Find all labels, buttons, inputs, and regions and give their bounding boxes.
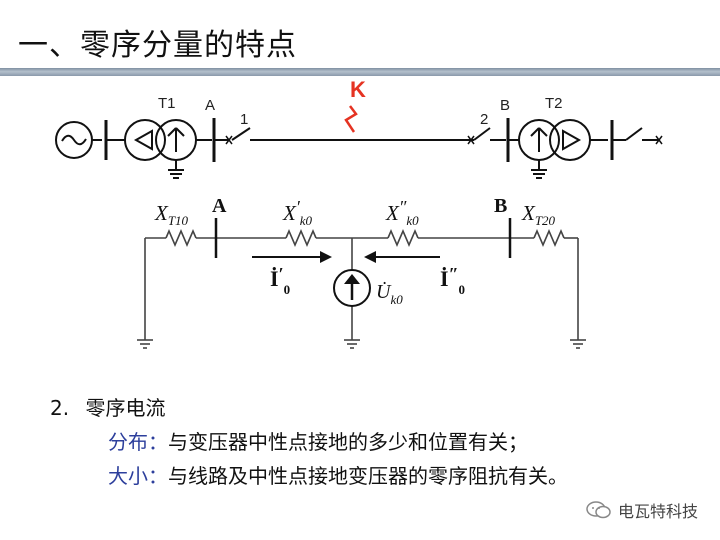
ground-middle-icon bbox=[344, 339, 360, 349]
label-xk0-double-prime: X″k0 bbox=[385, 197, 419, 228]
watermark-text: 电瓦特科技 bbox=[617, 502, 698, 521]
breaker-3 bbox=[625, 127, 643, 141]
wechat-logo-icon bbox=[586, 501, 611, 519]
point-number: 2. bbox=[50, 396, 70, 420]
bus-a-label: A bbox=[205, 97, 215, 114]
resistor-xk0-double-prime bbox=[387, 228, 419, 248]
current-arrow-right-icon bbox=[252, 251, 332, 263]
bus-b-label: B bbox=[500, 97, 510, 114]
voltage-source-symbol bbox=[333, 269, 371, 307]
point-2-label: 2 bbox=[480, 111, 488, 128]
distribution-line: 分布：与变压器中性点接地的多少和位置有关； bbox=[108, 426, 528, 455]
zero-sequence-network bbox=[137, 228, 586, 349]
fault-label: K bbox=[350, 77, 366, 102]
ground-left-icon bbox=[137, 339, 153, 349]
circuit-diagram: K T1 A 1 2 B T2 bbox=[55, 77, 663, 349]
single-line-diagram bbox=[55, 118, 663, 179]
watermark: 电瓦特科技 bbox=[586, 498, 698, 522]
slide-title: 一、零序分量的特点 bbox=[18, 28, 297, 63]
fault-lightning-icon bbox=[344, 105, 358, 133]
title-divider bbox=[0, 68, 720, 76]
label-xt10: XT10 bbox=[154, 201, 189, 228]
t2-label: T2 bbox=[545, 95, 563, 112]
label-i0-prime: İ′0 bbox=[270, 264, 290, 297]
label-xk0-prime: X′k0 bbox=[282, 197, 313, 228]
current-arrow-left-icon bbox=[364, 251, 440, 263]
label-uk0: U̇k0 bbox=[376, 280, 403, 307]
label-xt20: XT20 bbox=[521, 201, 556, 228]
transformer-t1-symbol bbox=[124, 119, 197, 179]
magnitude-line: 大小：与线路及中性点接地变压器的零序阻抗有关。 bbox=[108, 460, 568, 489]
resistor-xk0-prime bbox=[285, 228, 317, 248]
magnitude-text: 与线路及中性点接地变压器的零序阻抗有关。 bbox=[168, 464, 568, 488]
eq-bus-a-label: A bbox=[212, 195, 227, 217]
eq-bus-b-label: B bbox=[494, 195, 507, 217]
distribution-key: 分布： bbox=[108, 430, 168, 454]
resistor-xt20 bbox=[533, 228, 565, 248]
point-1-label: 1 bbox=[240, 111, 248, 128]
transformer-t2-symbol bbox=[518, 119, 591, 179]
breaker-1 bbox=[231, 127, 251, 141]
breaker-2 bbox=[473, 127, 491, 141]
ground-right-icon bbox=[570, 339, 586, 349]
point-heading: 2. 零序电流 bbox=[50, 392, 165, 421]
distribution-text: 与变压器中性点接地的多少和位置有关； bbox=[168, 430, 528, 454]
resistor-xt10 bbox=[165, 228, 197, 248]
t1-label: T1 bbox=[158, 95, 176, 112]
label-i0-double-prime: İ″0 bbox=[440, 264, 465, 297]
magnitude-key: 大小： bbox=[108, 464, 168, 488]
point-heading-text: 零序电流 bbox=[85, 396, 166, 420]
generator-wave bbox=[61, 134, 87, 146]
